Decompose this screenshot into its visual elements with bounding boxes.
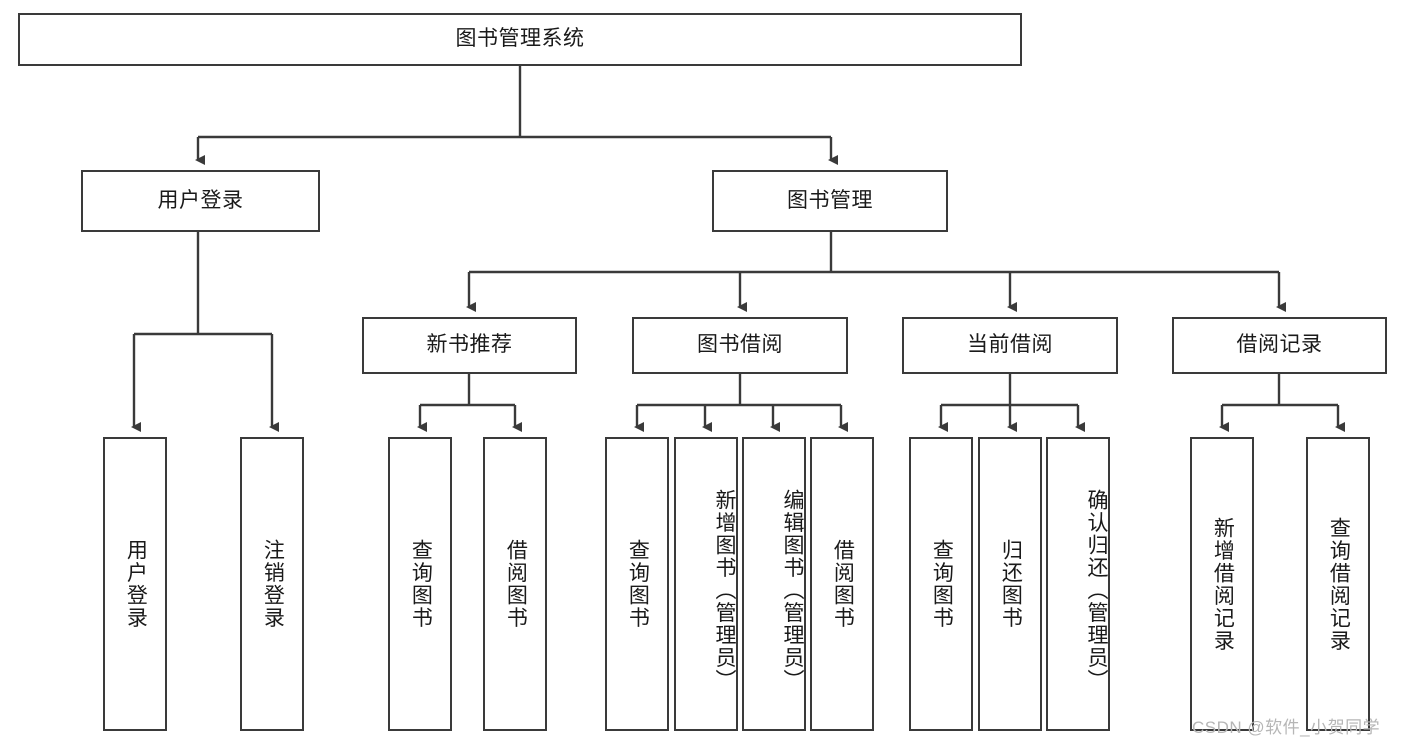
node-user-login[interactable]: 用户登录 — [81, 170, 320, 232]
node-leaf-query-book-2-label: 查询图书 — [626, 539, 650, 629]
node-borrow-record-label: 借阅记录 — [1236, 333, 1323, 357]
node-leaf-query-book-3[interactable]: 查询图书 — [909, 437, 973, 731]
node-leaf-query-book-1[interactable]: 查询图书 — [388, 437, 452, 731]
node-leaf-add-record[interactable]: 新增借阅记录 — [1190, 437, 1254, 731]
node-leaf-query-record-label: 查询借阅记录 — [1327, 516, 1351, 652]
node-user-login-label: 用户登录 — [157, 188, 244, 212]
node-leaf-borrow-book-2-label: 借阅图书 — [831, 539, 855, 629]
watermark: CSDN @软件_小贺同学 — [1192, 718, 1381, 737]
node-borrow-record[interactable]: 借阅记录 — [1172, 317, 1387, 374]
node-leaf-query-book-3-label: 查询图书 — [930, 539, 954, 629]
node-book-manage[interactable]: 图书管理 — [712, 170, 948, 232]
node-leaf-user-login[interactable]: 用户登录 — [103, 437, 167, 731]
node-leaf-borrow-book-2[interactable]: 借阅图书 — [810, 437, 874, 731]
node-book-borrow[interactable]: 图书借阅 — [632, 317, 848, 374]
node-leaf-logout-label: 注销登录 — [261, 539, 285, 629]
node-leaf-return-book[interactable]: 归还图书 — [978, 437, 1042, 731]
node-book-manage-label: 图书管理 — [787, 188, 873, 212]
node-root-label: 图书管理系统 — [455, 27, 585, 51]
node-new-book-recommend[interactable]: 新书推荐 — [362, 317, 577, 374]
node-leaf-add-book-label: 新增图书（管理员） — [713, 488, 736, 692]
node-leaf-confirm-return[interactable]: 确认归还（管理员） — [1046, 437, 1110, 731]
node-leaf-query-record[interactable]: 查询借阅记录 — [1306, 437, 1370, 731]
node-root[interactable]: 图书管理系统 — [18, 13, 1022, 66]
node-leaf-query-book-1-label: 查询图书 — [409, 539, 433, 629]
node-leaf-borrow-book-1[interactable]: 借阅图书 — [483, 437, 547, 731]
node-leaf-user-login-label: 用户登录 — [124, 539, 148, 629]
node-current-borrow[interactable]: 当前借阅 — [902, 317, 1118, 374]
node-book-borrow-label: 图书借阅 — [697, 333, 783, 357]
node-leaf-edit-book[interactable]: 编辑图书（管理员） — [742, 437, 806, 731]
node-leaf-logout[interactable]: 注销登录 — [240, 437, 304, 731]
node-new-book-recommend-label: 新书推荐 — [426, 333, 513, 357]
node-leaf-add-book[interactable]: 新增图书（管理员） — [674, 437, 738, 731]
node-leaf-confirm-return-label: 确认归还（管理员） — [1085, 488, 1108, 692]
node-leaf-edit-book-label: 编辑图书（管理员） — [781, 488, 804, 692]
node-leaf-borrow-book-1-label: 借阅图书 — [504, 539, 528, 629]
node-leaf-query-book-2[interactable]: 查询图书 — [605, 437, 669, 731]
node-current-borrow-label: 当前借阅 — [967, 333, 1053, 357]
node-leaf-return-book-label: 归还图书 — [999, 539, 1023, 629]
node-leaf-add-record-label: 新增借阅记录 — [1211, 516, 1235, 652]
